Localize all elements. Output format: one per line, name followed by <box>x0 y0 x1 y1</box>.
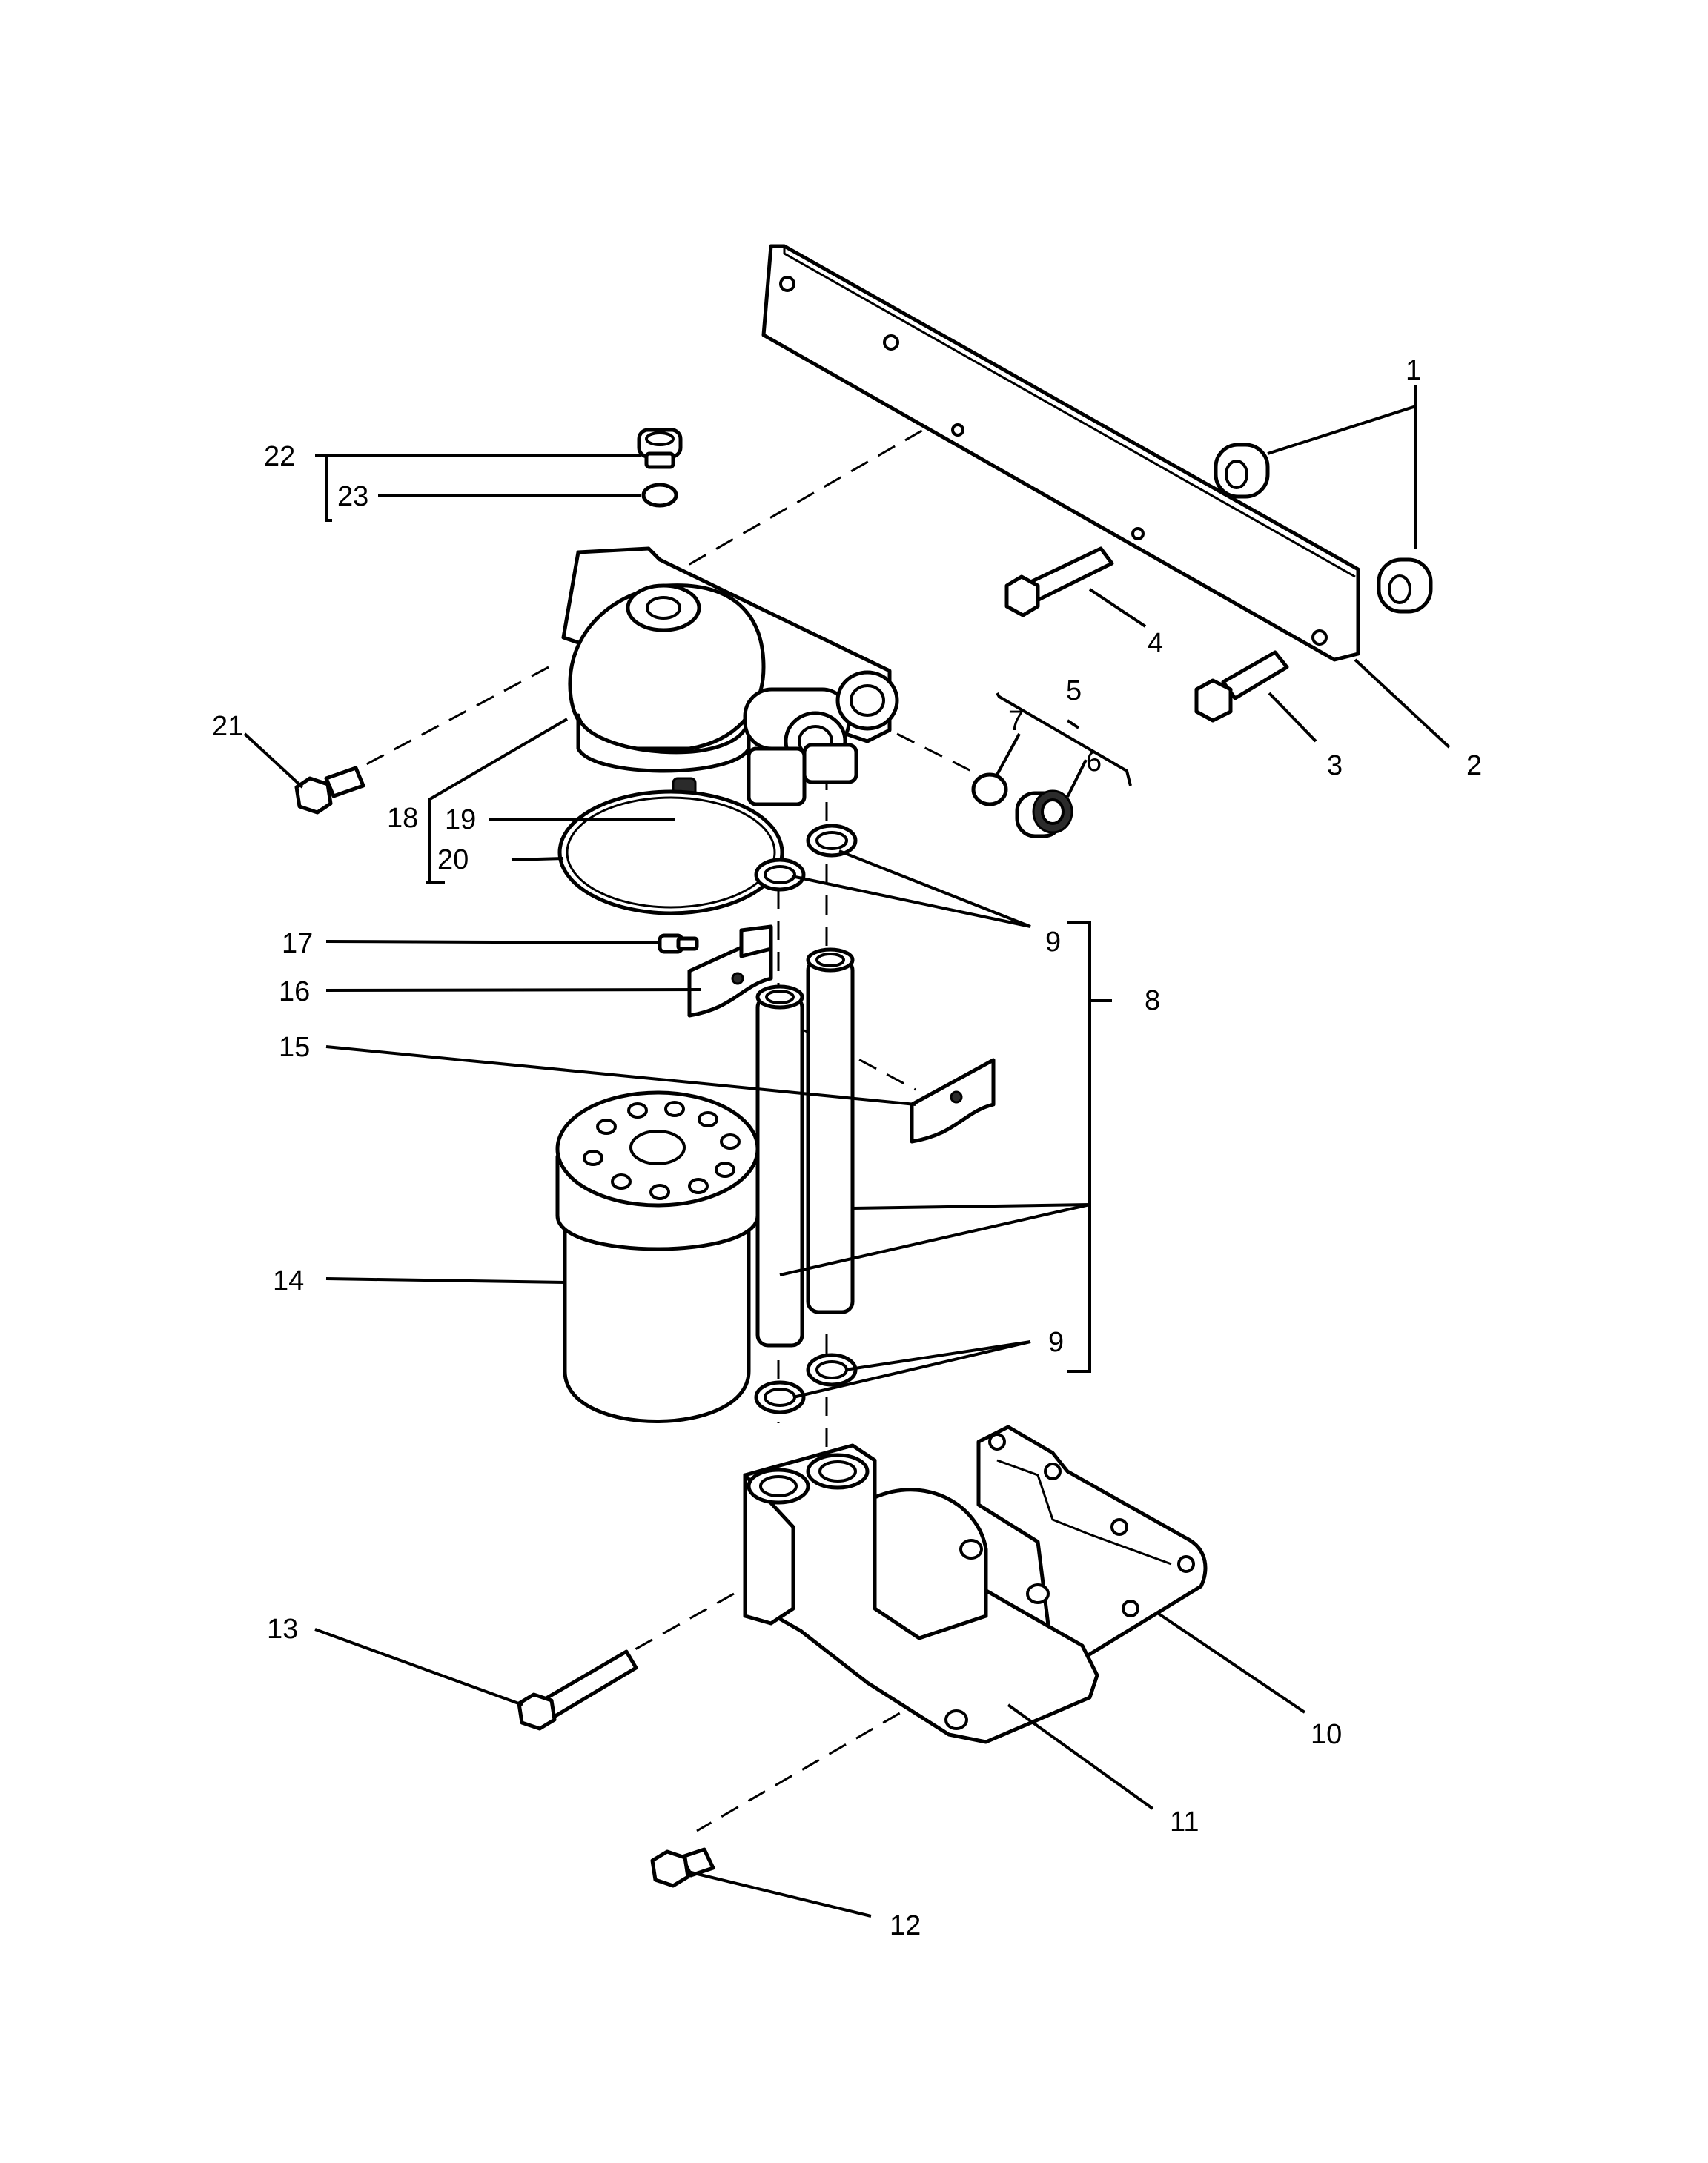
oil-pipe <box>806 947 855 1314</box>
callout-14: 14 <box>273 1265 304 1296</box>
callout-8: 8 <box>1145 985 1160 1016</box>
callout-7: 7 <box>1008 706 1024 737</box>
pipe-clamp <box>910 1058 996 1144</box>
spacer-bushing <box>1377 557 1433 614</box>
callout-1: 1 <box>1406 355 1421 386</box>
callout-labels: 1 2 3 4 5 6 7 8 9 9 10 11 12 13 14 15 16… <box>212 355 1482 1941</box>
pipe-clamp <box>687 924 773 1018</box>
o-ring-upper <box>754 858 806 892</box>
callout-6: 6 <box>1086 746 1102 778</box>
port-fitting <box>1015 789 1073 838</box>
long-bolt <box>517 1649 638 1731</box>
oil-filter-cartridge <box>555 1090 760 1423</box>
o-ring-lower <box>754 1380 806 1414</box>
plug <box>637 428 683 469</box>
callout-23: 23 <box>337 481 368 512</box>
o-ring-upper <box>806 824 858 858</box>
callout-2: 2 <box>1466 750 1482 781</box>
callout-9-upper: 9 <box>1045 927 1061 958</box>
callout-22: 22 <box>264 441 295 472</box>
clamp-screw <box>658 933 699 954</box>
callout-13: 13 <box>267 1614 298 1645</box>
callout-10: 10 <box>1311 1719 1342 1750</box>
callout-9-lower: 9 <box>1048 1327 1064 1358</box>
callout-21: 21 <box>212 711 243 742</box>
filter-head <box>561 546 899 806</box>
callout-4: 4 <box>1148 628 1163 659</box>
o-ring-lower <box>806 1353 858 1387</box>
callout-17: 17 <box>282 928 313 959</box>
filter-head-bolt <box>294 766 365 815</box>
base-bolt <box>650 1847 715 1888</box>
flange-bolt <box>1194 650 1289 723</box>
callout-12: 12 <box>890 1910 921 1941</box>
filter-base-housing <box>743 1443 1099 1744</box>
leader-lines <box>243 385 1451 1918</box>
callout-5: 5 <box>1066 675 1082 706</box>
head-seal-ring <box>557 789 784 915</box>
callout-20: 20 <box>437 844 469 875</box>
sealing-washer <box>641 483 678 508</box>
spacer-bushing <box>1214 443 1270 499</box>
callout-15: 15 <box>279 1032 310 1063</box>
callout-16: 16 <box>279 976 310 1007</box>
callout-11: 11 <box>1170 1806 1199 1838</box>
mounting-bracket <box>761 244 1360 662</box>
flange-bolt <box>1004 546 1114 617</box>
callout-19: 19 <box>445 804 476 835</box>
oil-pipe <box>755 984 804 1348</box>
o-ring-seal <box>971 772 1008 806</box>
callout-18: 18 <box>387 803 418 834</box>
callout-3: 3 <box>1327 750 1343 781</box>
